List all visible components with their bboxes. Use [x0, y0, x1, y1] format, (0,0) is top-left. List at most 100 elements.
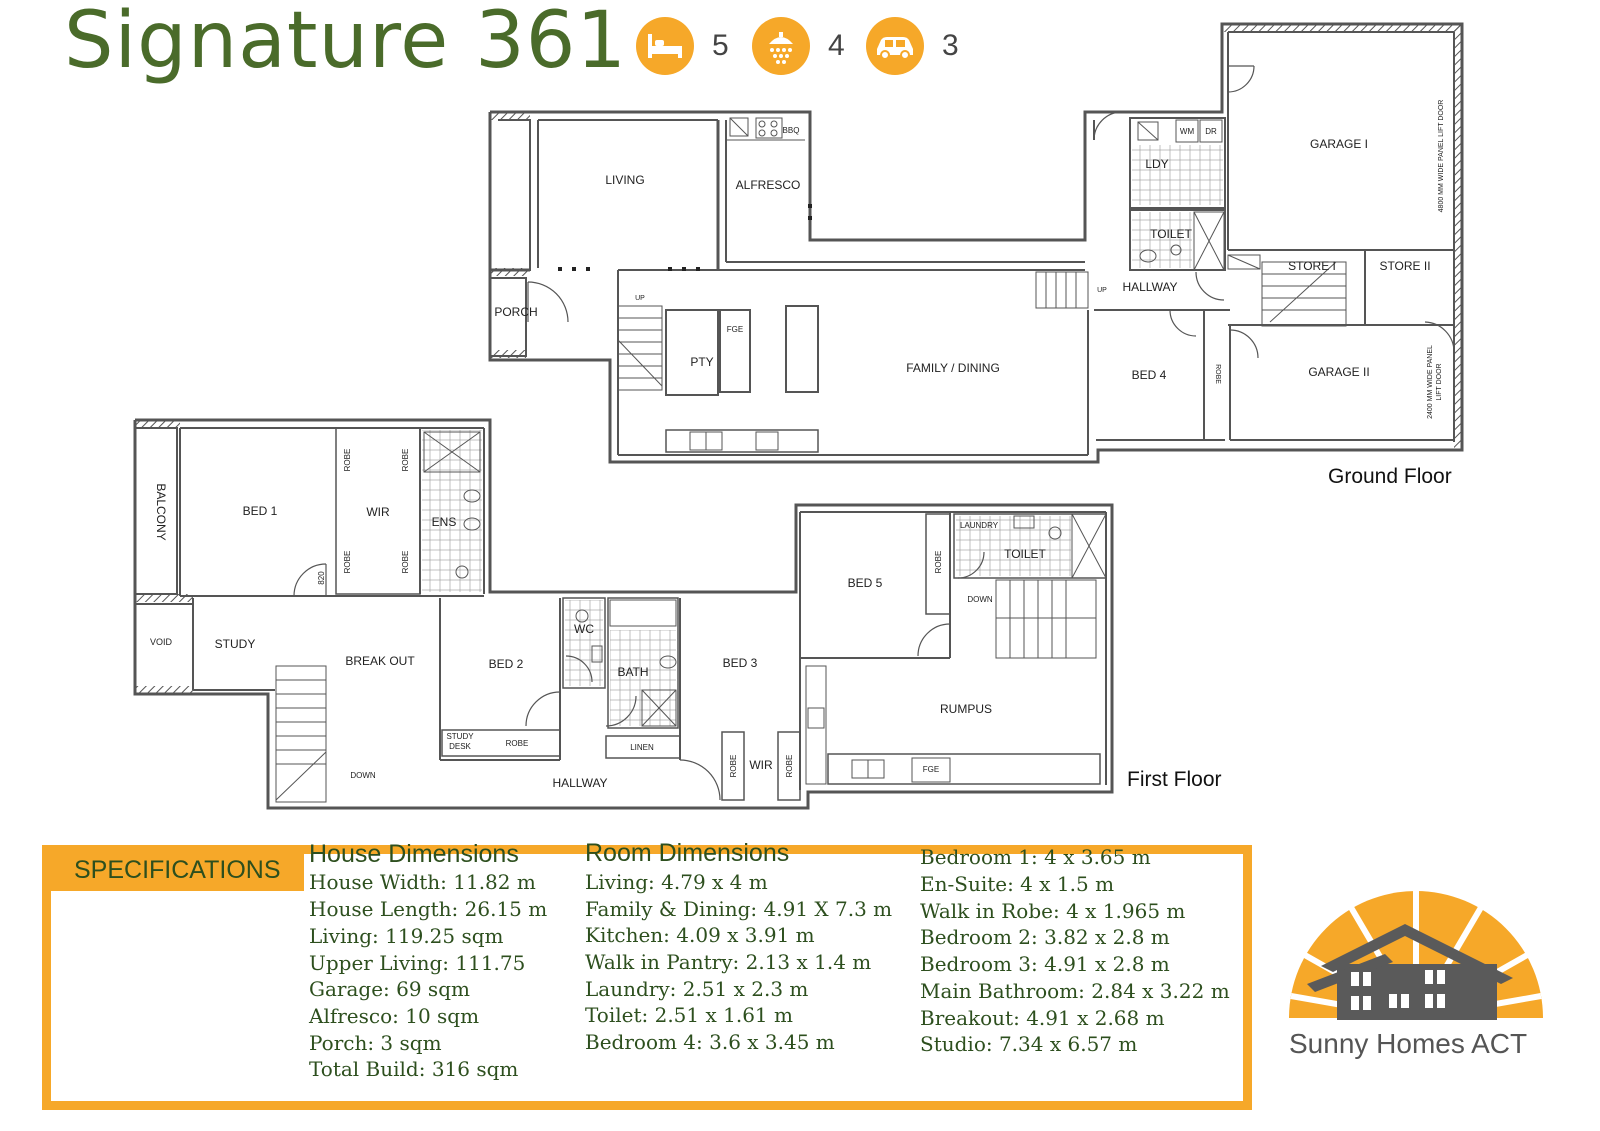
room-garage1: GARAGE I [1310, 137, 1368, 151]
house-dimensions-heading: House Dimensions [309, 840, 519, 868]
label-up-stair: UP [635, 295, 645, 302]
floor-plans: LIVING ALFRESCO BBQ PORCH UP PTY FGE FAM… [133, 22, 1464, 810]
spec-item: Bedroom 3: 4.91 x 2.8 m [920, 952, 1170, 976]
bedrooms-stat: 5 [636, 16, 729, 76]
label-robe-4: ROBE [401, 551, 410, 574]
label-robe-bed5: ROBE [934, 551, 943, 574]
first-floor-plan [133, 418, 1114, 810]
room-toilet-ground: TOILET [1150, 227, 1192, 241]
room-dimensions-heading: Room Dimensions [585, 839, 790, 867]
garage-stat: 3 [866, 16, 959, 76]
room-living: LIVING [605, 173, 644, 187]
room-balcony: BALCONY [154, 483, 168, 540]
room-void: VOID [150, 637, 173, 647]
room-wc: WC [574, 622, 594, 636]
bathroom-count: 4 [828, 29, 845, 62]
spec-item: Family & Dining: 4.91 X 7.3 m [585, 897, 893, 921]
specifications-panel [42, 845, 1252, 1110]
first-floor-stair [275, 579, 1097, 803]
sunny-homes-logo [1289, 886, 1543, 1021]
label-fge-ground: FGE [727, 325, 743, 334]
room-hallway-first: HALLWAY [552, 776, 607, 790]
ground-floor-plan [488, 22, 1464, 464]
spec-item: Studio: 7.34 x 6.57 m [920, 1032, 1138, 1056]
spec-item: Alfresco: 10 sqm [309, 1004, 480, 1028]
room-pty: PTY [690, 355, 713, 369]
room-rumpus: RUMPUS [940, 702, 992, 716]
spec-item: Porch: 3 sqm [309, 1031, 442, 1055]
label-robe-1: ROBE [343, 449, 352, 472]
garage-count: 3 [942, 29, 959, 62]
spec-item: Walk in Robe: 4 x 1.965 m [920, 899, 1186, 923]
room-family-dining: FAMILY / DINING [906, 361, 1000, 375]
shower-icon [752, 17, 810, 75]
specifications-tab [42, 845, 304, 891]
spec-item: Bedroom 1: 4 x 3.65 m [920, 845, 1151, 869]
room-porch: PORCH [494, 305, 537, 319]
bed-icon [636, 17, 694, 75]
label-garage-door2a: 2400 MM WIDE PANEL [1427, 345, 1434, 419]
label-up-hall: UP [1097, 287, 1107, 294]
room-alfresco: ALFRESCO [736, 178, 801, 192]
spec-item: Upper Living: 111.75 [309, 951, 526, 975]
label-linen: LINEN [630, 743, 654, 752]
spec-item: Toilet: 2.51 x 1.61 m [585, 1003, 793, 1027]
room-bed1: BED 1 [243, 504, 278, 518]
first-floor-label: First Floor [1127, 768, 1222, 791]
label-robe-3: ROBE [343, 551, 352, 574]
room-bed2: BED 2 [489, 657, 524, 671]
label-robe-bed3a: ROBE [729, 755, 738, 778]
room-toilet-first: TOILET [1004, 547, 1046, 561]
spec-item: Bedroom 4: 3.6 x 3.45 m [585, 1030, 835, 1054]
page-title: Signature 361 [64, 0, 627, 86]
spec-item: Walk in Pantry: 2.13 x 1.4 m [585, 950, 872, 974]
bathrooms-stat: 4 [752, 16, 845, 76]
room-garage2: GARAGE II [1308, 365, 1369, 379]
room-bed3: BED 3 [723, 656, 758, 670]
spec-item: House Length: 26.15 m [309, 897, 548, 921]
label-down-2: DOWN [967, 595, 993, 604]
car-icon [866, 17, 924, 75]
ground-stair [617, 261, 1347, 391]
spec-item: Main Bathroom: 2.84 x 3.22 m [920, 979, 1230, 1003]
label-garage-door2b: LIFT DOOR [1436, 363, 1443, 400]
room-bath: BATH [617, 665, 648, 679]
ground-floor-label: Ground Floor [1328, 465, 1452, 488]
specifications-title: SPECIFICATIONS [74, 856, 281, 884]
label-robe-bed2: ROBE [506, 739, 529, 748]
label-dr: DR [1205, 127, 1217, 136]
label-robe-bed4: ROBE [1214, 364, 1221, 384]
label-robe-2: ROBE [401, 449, 410, 472]
label-robe-bed3b: ROBE [785, 755, 794, 778]
room-store1: STORE I [1288, 259, 1336, 273]
spec-item: Garage: 69 sqm [309, 977, 470, 1001]
label-bbq: BBQ [783, 126, 800, 135]
spec-item: Kitchen: 4.09 x 3.91 m [585, 923, 815, 947]
room-study: STUDY [215, 637, 256, 651]
brand-name: Sunny Homes ACT [1289, 1028, 1528, 1059]
spec-item: Living: 4.79 x 4 m [585, 870, 768, 894]
room-store2: STORE II [1379, 259, 1430, 273]
room-ens: ENS [432, 515, 457, 529]
room-ldy: LDY [1145, 157, 1168, 171]
spec-item: En-Suite: 4 x 1.5 m [920, 872, 1115, 896]
room-hallway-ground: HALLWAY [1122, 280, 1177, 294]
room-wir-bed3: WIR [749, 758, 773, 772]
room-bed4: BED 4 [1132, 368, 1167, 382]
spec-item: Laundry: 2.51 x 2.3 m [585, 977, 809, 1001]
room-wir-bed1: WIR [366, 505, 390, 519]
room-laundry: LAUNDRY [960, 521, 999, 530]
label-garage-door1: 4800 MM WIDE PANEL LIFT DOOR [1438, 100, 1445, 213]
spec-item: Living: 119.25 sqm [309, 924, 504, 948]
label-study-desk-2: DESK [449, 742, 471, 751]
label-wm: WM [1180, 127, 1195, 136]
room-break-out: BREAK OUT [345, 654, 415, 668]
label-fge-first: FGE [923, 765, 939, 774]
spec-item: Total Build: 316 sqm [309, 1057, 519, 1081]
bedroom-count: 5 [712, 29, 729, 62]
label-down-1: DOWN [350, 771, 376, 780]
spec-item: Bedroom 2: 3.82 x 2.8 m [920, 925, 1170, 949]
spec-item: House Width: 11.82 m [309, 870, 536, 894]
room-bed5: BED 5 [848, 576, 883, 590]
spec-item: Breakout: 4.91 x 2.68 m [920, 1006, 1165, 1030]
